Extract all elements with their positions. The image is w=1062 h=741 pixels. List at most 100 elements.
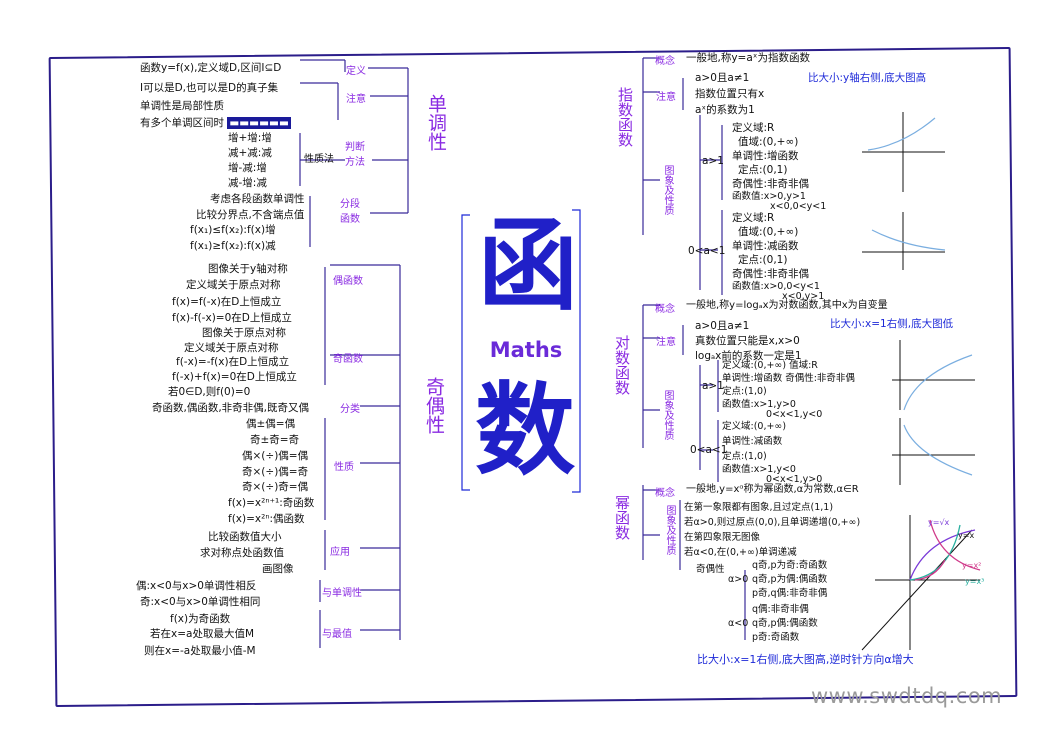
log-case2: 0<a<1 (690, 444, 728, 456)
log-compare: 比大小:x=1右侧,底大图低 (830, 318, 954, 330)
log-case1-line: 定点:(1,0) (722, 386, 767, 397)
exp-case1-line: 函数值:x>0,y>1 (732, 191, 806, 202)
parity-line: f(-x)=-f(x)在D上恒成立 (176, 356, 290, 368)
center-title-top-char: 函 (478, 206, 578, 324)
parity-line: 若0∈D,则f(0)=0 (168, 386, 251, 398)
power-graph-label: 图象及性质 (664, 505, 675, 555)
log-case1-line: 函数值:x>1,y>0 (722, 399, 796, 410)
label-note: 注意 (346, 94, 366, 105)
exp-case1-line: 值域:(0,+∞) (738, 136, 799, 148)
log-case2-line: 定点:(1,0) (722, 451, 767, 462)
label-properties: 性质 (334, 462, 354, 473)
exp-case2-line: 定义域:R (732, 212, 775, 224)
power-curve-label: y=x³ (965, 577, 985, 586)
log-case1-line: 0<x<1,y<0 (766, 409, 823, 420)
parity-line: f(x)=x²ⁿ⁺¹:奇函数 (228, 497, 315, 509)
label-property-method: 性质法 (304, 154, 334, 165)
mono-line: f(x₁)≥f(x₂):f(x)减 (190, 240, 276, 252)
center-maths-label: Maths (489, 338, 563, 362)
parity-line: 求对称点处函数值 (200, 547, 284, 559)
mono-line: I可以是D,也可以是D的真子集 (140, 82, 279, 94)
label-classification: 分类 (340, 404, 360, 415)
power-curve-label: y=x (958, 531, 975, 540)
parity-title: 奇偶性 (423, 376, 445, 434)
parity-line: f(x)为奇函数 (170, 613, 231, 625)
exp-case2-line: 值域:(0,+∞) (738, 226, 799, 238)
log-note-label: 注意 (656, 337, 676, 348)
exp-concept: 一般地,称y=aˣ为指数函数 (686, 52, 810, 64)
parity-line: f(-x)+f(x)=0在D上恒成立 (172, 371, 297, 383)
log-case2-line: 定义域:(0,+∞) (722, 421, 787, 432)
parity-line: 奇×(÷)奇=偶 (242, 481, 309, 493)
parity-line: f(x)-f(-x)=0在D上恒成立 (172, 312, 292, 324)
parity-line: 偶±偶=偶 (246, 418, 296, 430)
log-note: 真数位置只能是x,x>0 (695, 335, 800, 347)
log-case2-line: 单调性:减函数 (722, 436, 783, 447)
power-title: 幂函数 (613, 495, 631, 540)
mono-line: 增+增:增 (228, 132, 272, 144)
watermark: www.swdtdq.com (811, 684, 1003, 708)
mono-line: 函数y=f(x),定义域D,区间I⊆D (140, 62, 282, 74)
mono-line: 考虑各段函数单调性 (210, 193, 305, 205)
label-judge-method: 判断方法 (345, 142, 365, 168)
log-case1-line: 单调性:增函数 奇偶性:非奇非偶 (722, 373, 855, 384)
mono-line: 减+减:减 (228, 147, 272, 159)
exp-case2-line: 函数值:x>0,0<y<1 (732, 281, 820, 292)
exp-graph-label: 图象及性质 (662, 165, 673, 215)
exp-compare: 比大小:y轴右侧,底大图高 (808, 72, 927, 84)
exp-note: a>0且a≠1 (695, 72, 750, 84)
power-curve-label: y=√x (928, 518, 950, 527)
exp-case1-line: x<0,0<y<1 (770, 201, 827, 212)
exp-note: 指数位置只有x (695, 88, 765, 100)
log-graph-label: 图象及性质 (662, 390, 673, 440)
parity-line: 偶×(÷)偶=偶 (242, 450, 309, 462)
parity-line: 比较函数值大小 (208, 531, 282, 543)
mono-line: 比较分界点,不含端点值 (196, 209, 305, 221)
power-alpha-pos: α>0 (728, 574, 749, 585)
log-concept: 一般地,称y=logₐx为对数函数,其中x为自变量 (686, 300, 888, 311)
exp-case2-line: 定点:(0,1) (738, 254, 788, 266)
power-curve-label: y=x² (962, 561, 982, 570)
log-case2-line: 0<x<1,y>0 (766, 474, 823, 485)
power-alpha-neg-line: q奇,p偶:偶函数 (752, 618, 818, 629)
power-line: 在第四象限无图像 (684, 532, 761, 543)
exp-case1-line: 定义域:R (732, 122, 775, 134)
parity-line: f(x)=x²ⁿ:偶函数 (228, 513, 305, 525)
power-parity-line: q奇,p为奇:奇函数 (752, 560, 828, 571)
logarithmic-title: 对数函数 (613, 335, 631, 395)
exp-note-label: 注意 (656, 92, 676, 103)
power-compare: 比大小:x=1右侧,底大图高,逆时针方向α增大 (697, 653, 914, 666)
log-case1: a>1 (702, 380, 724, 392)
power-alpha-neg: α<0 (728, 618, 749, 629)
power-line: 在第一象限都有图象,且过定点(1,1) (684, 502, 834, 513)
label-piecewise: 分段函数 (340, 199, 360, 225)
exp-case2: 0<a<1 (688, 245, 726, 257)
parity-line: 奇±奇=奇 (250, 434, 300, 446)
mono-line: 增-减:增 (228, 162, 267, 174)
exp-case2-line: 奇偶性:非奇非偶 (732, 268, 810, 280)
mono-line: 单调性是局部性质 (140, 100, 224, 112)
log-note: a>0且a≠1 (695, 320, 750, 332)
mono-line: f(x₁)≤f(x₂):f(x)增 (190, 224, 276, 236)
parity-line: 奇×(÷)偶=奇 (242, 466, 309, 478)
exp-note: aˣ的系数为1 (695, 104, 755, 116)
parity-line: 奇:x<0与x>0单调性相同 (140, 596, 261, 608)
parity-line: 定义域关于原点对称 (186, 279, 281, 291)
label-with-extremum: 与最值 (322, 629, 352, 640)
label-definition: 定义 (346, 66, 366, 77)
mono-line: 减-增:减 (228, 177, 267, 189)
label-with-monotonic: 与单调性 (322, 588, 362, 599)
monotonic-title: 单调性 (425, 93, 447, 151)
log-case2-line: 函数值:x>1,y<0 (722, 464, 796, 475)
label-even-function: 偶函数 (333, 276, 363, 287)
power-alpha-neg-line: q偶:非奇非偶 (752, 604, 809, 615)
exp-case2-line: 单调性:减函数 (732, 240, 799, 252)
power-parity-line: p奇,q偶:非奇非偶 (752, 588, 828, 599)
parity-line: 图像关于原点对称 (202, 327, 286, 339)
exp-case2-line: x<0,y>1 (782, 291, 825, 302)
power-concept-label: 概念 (655, 488, 675, 499)
parity-line: 偶:x<0与x>0单调性相反 (136, 580, 257, 592)
exp-case1: a>1 (702, 155, 724, 167)
power-line: 若α>0,则过原点(0,0),且单调递增(0,+∞) (684, 517, 861, 528)
